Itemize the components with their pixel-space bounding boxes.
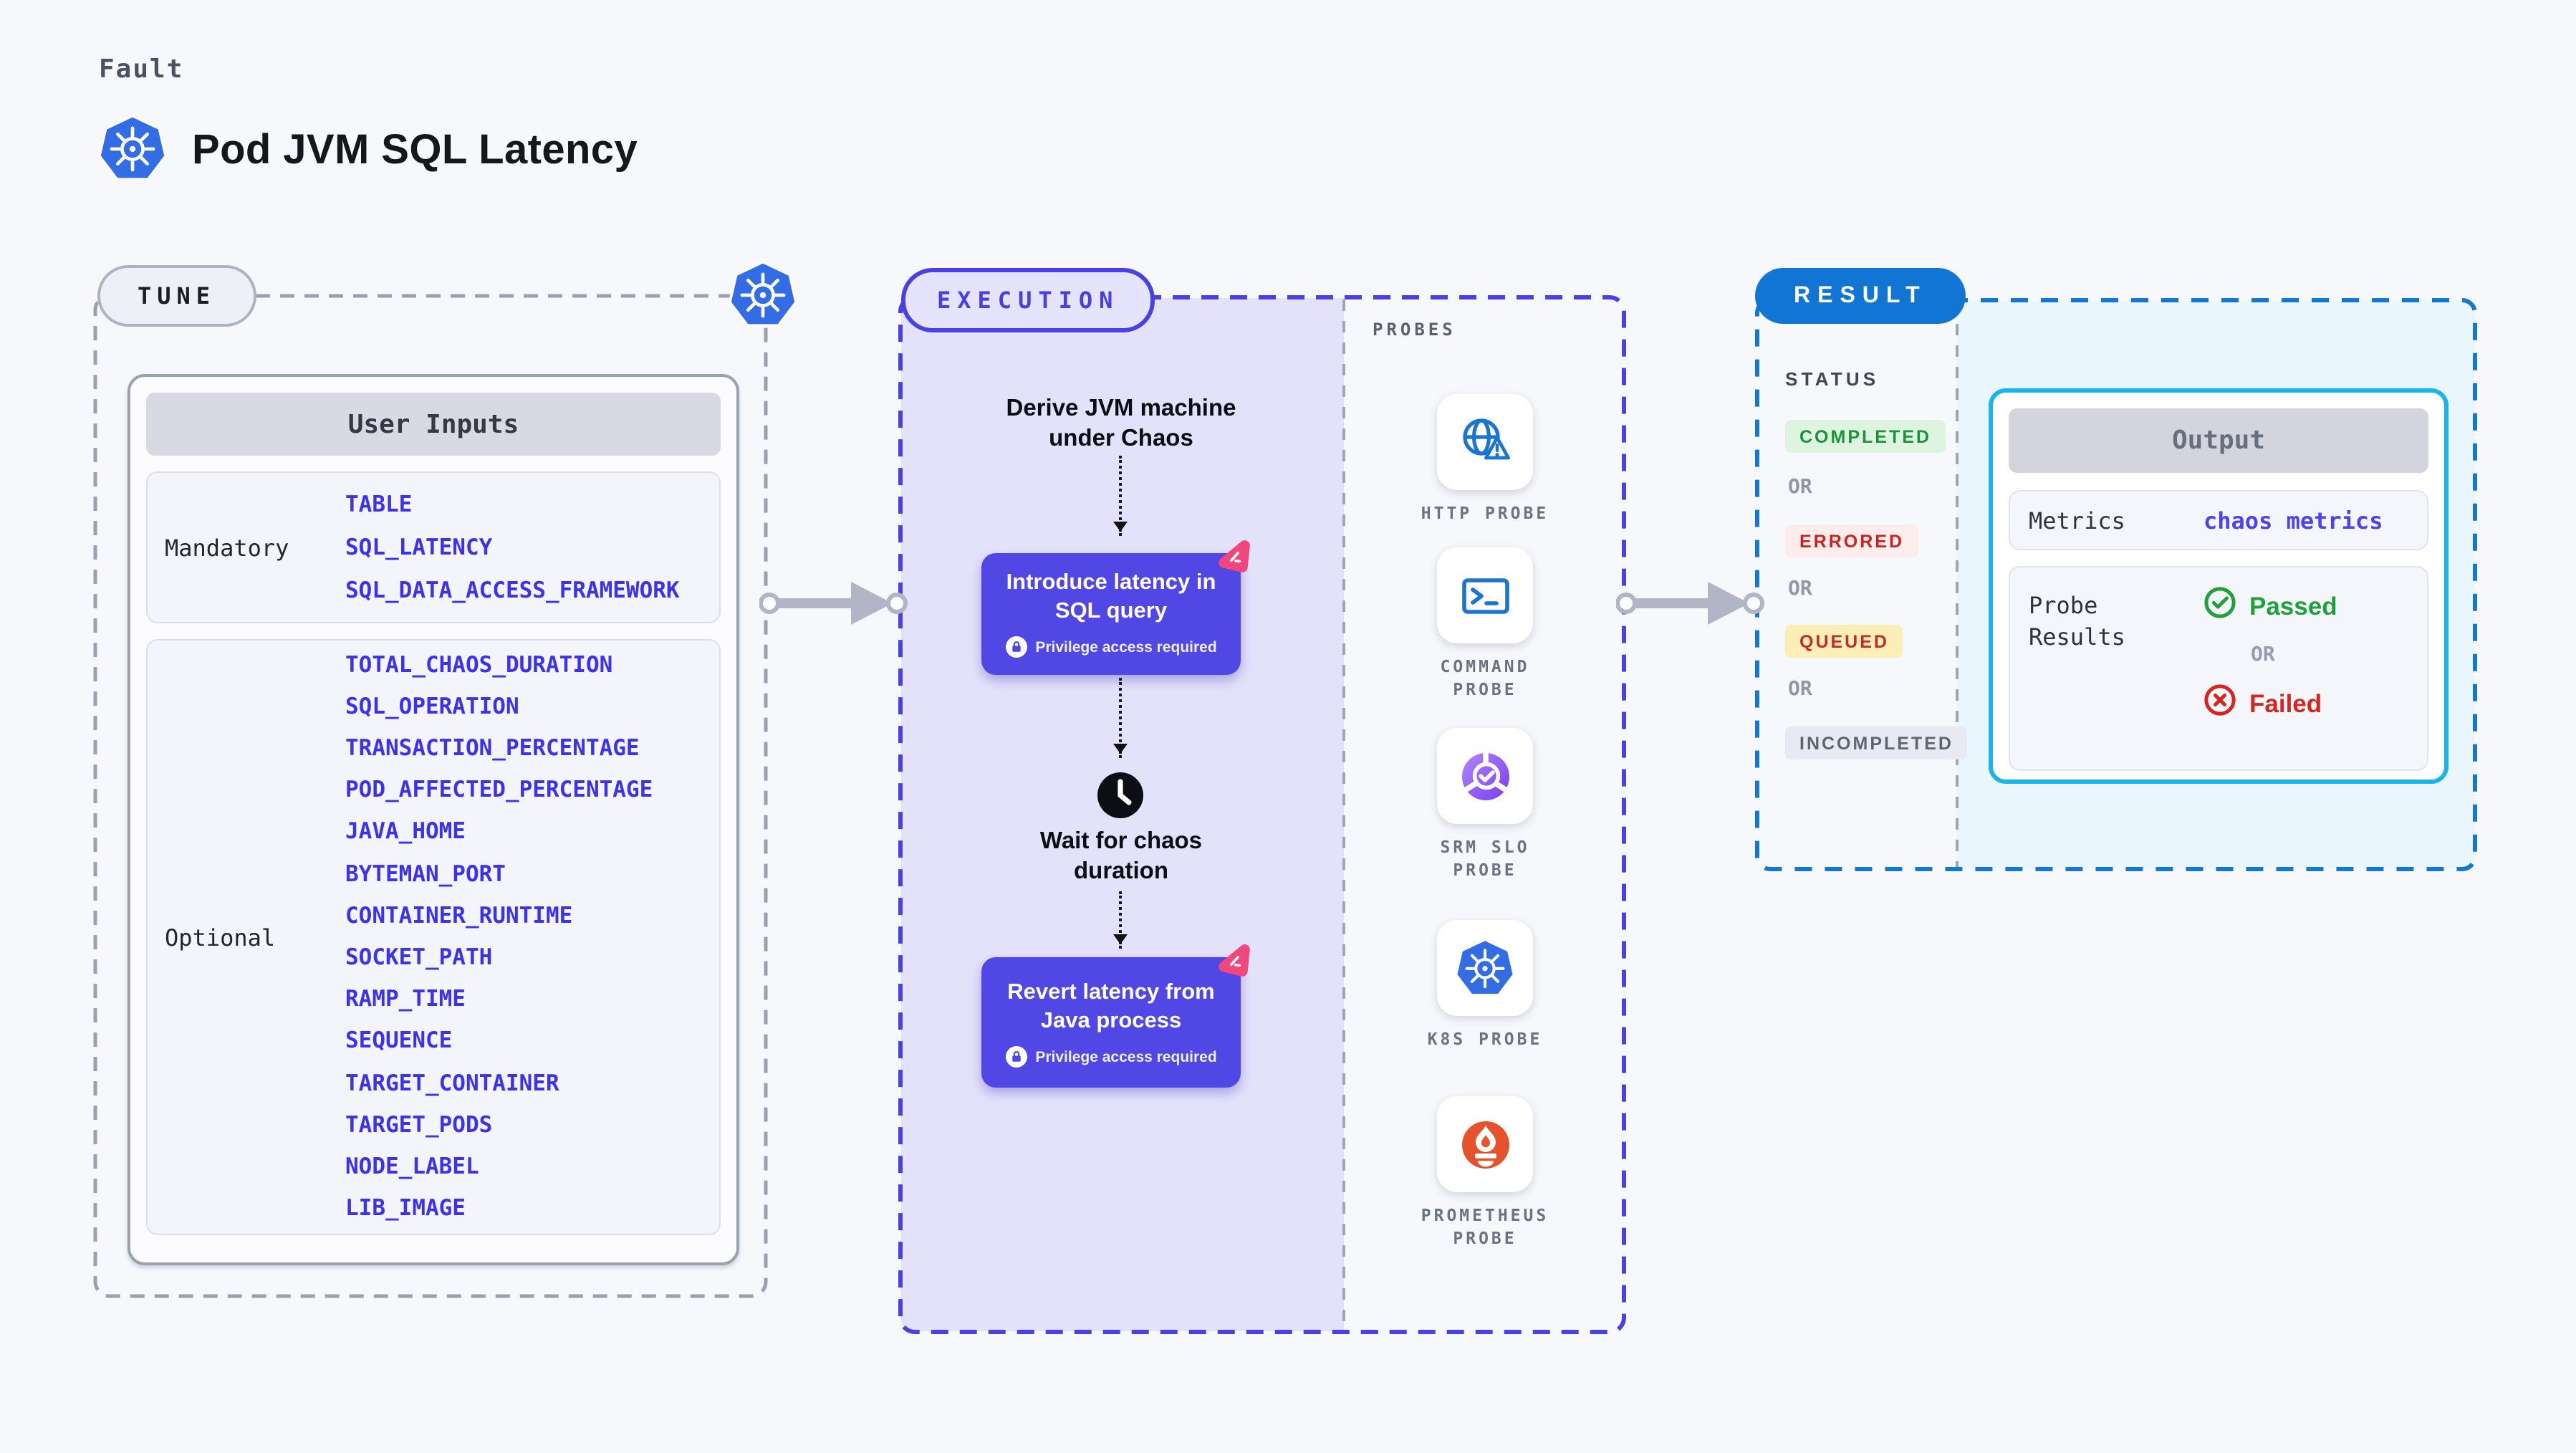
- or-label: OR: [1788, 476, 1812, 499]
- mandatory-input-list: TABLE SQL_LATENCY SQL_DATA_ACCESS_FRAMEW…: [345, 483, 719, 612]
- privilege-note: Privilege access required: [1035, 1048, 1217, 1065]
- probe-item-srm-slo: SRM SLO PROBE: [1344, 728, 1626, 881]
- input-item: POD_AFFECTED_PERCENTAGE: [345, 777, 653, 803]
- chaos-icon: [1215, 537, 1254, 576]
- flow-connector: [1113, 456, 1128, 536]
- srm-slo-probe-icon: [1437, 728, 1533, 824]
- revert-latency-node: Revert latency from Java process Privile…: [981, 944, 1250, 1088]
- probe-results-row: Probe Results Passed OR: [2009, 566, 2428, 771]
- metrics-row: Metrics chaos metrics: [2009, 490, 2428, 550]
- tune-to-execution-arrow: [759, 582, 908, 625]
- result-badge: RESULT: [1755, 268, 1966, 324]
- mandatory-inputs-row: Mandatory TABLE SQL_LATENCY SQL_DATA_ACC…: [146, 471, 721, 623]
- probe-label: K8S PROBE: [1427, 1029, 1543, 1049]
- status-badge-queued: QUEUED: [1785, 625, 1903, 658]
- wait-step-text: Wait for chaos duration: [1039, 828, 1203, 884]
- tune-section: TUNE User Inputs Mandatory TABLE: [93, 261, 797, 1298]
- check-circle-icon: [2203, 586, 2236, 626]
- probe-label: HTTP PROBE: [1421, 503, 1549, 523]
- output-header: Output: [2009, 408, 2428, 473]
- input-item: TARGET_PODS: [345, 1111, 493, 1138]
- http-probe-icon: [1437, 394, 1533, 490]
- lock-icon: [1005, 1046, 1027, 1068]
- fault-category-label: Fault: [99, 54, 184, 85]
- input-item: TOTAL_CHAOS_DURATION: [345, 651, 613, 678]
- optional-inputs-row: Optional TOTAL_CHAOS_DURATION SQL_OPERAT…: [146, 639, 721, 1235]
- probes-title: PROBES: [1373, 320, 1456, 340]
- probe-label: PROMETHEUS PROBE: [1421, 1205, 1549, 1248]
- input-item: SOCKET_PATH: [345, 944, 493, 970]
- tune-badge: TUNE: [97, 265, 256, 327]
- probe-item-http: HTTP PROBE: [1344, 394, 1626, 524]
- probe-item-prometheus: PROMETHEUS PROBE: [1344, 1096, 1626, 1250]
- status-badge-errored: ERRORED: [1785, 524, 1919, 557]
- clock-icon: [1096, 771, 1145, 820]
- status-badge-incompleted: INCOMPLETED: [1785, 726, 1968, 759]
- node-title: Introduce latency in SQL query: [1006, 570, 1216, 623]
- or-label: OR: [2251, 643, 2275, 666]
- metrics-label: Metrics: [2029, 507, 2125, 534]
- probe-results-label: Probe Results: [2029, 592, 2125, 651]
- input-item: JAVA_HOME: [345, 818, 466, 845]
- probe-item-command: COMMAND PROBE: [1344, 547, 1626, 701]
- output-card: Output Metrics chaos metrics Probe Resul…: [1989, 388, 2448, 784]
- kubernetes-icon: [729, 261, 797, 328]
- result-section: RESULT STATUS COMPLETED OR ERRORED OR QU…: [1755, 268, 2477, 871]
- or-label: OR: [1788, 577, 1812, 600]
- mandatory-label: Mandatory: [165, 534, 289, 561]
- kubernetes-icon: [98, 115, 167, 182]
- passed-label: Passed: [2249, 591, 2337, 620]
- status-title: STATUS: [1785, 368, 1880, 390]
- user-inputs-card: User Inputs Mandatory TABLE SQL_LATENCY …: [128, 374, 739, 1265]
- input-item: TARGET_CONTAINER: [345, 1070, 559, 1096]
- k8s-probe-icon: [1437, 920, 1533, 1016]
- user-inputs-header: User Inputs: [146, 393, 721, 456]
- input-item: SQL_OPERATION: [345, 693, 519, 719]
- page-title: Pod JVM SQL Latency: [192, 128, 638, 173]
- or-label: OR: [1788, 678, 1812, 701]
- flow-connector: [1113, 891, 1128, 949]
- privilege-note: Privilege access required: [1035, 638, 1217, 656]
- x-circle-icon: [2203, 684, 2236, 724]
- input-item: BYTEMAN_PORT: [345, 860, 506, 887]
- input-item: NODE_LABEL: [345, 1154, 479, 1180]
- failed-label: Failed: [2249, 689, 2322, 717]
- probe-label: COMMAND PROBE: [1440, 656, 1530, 699]
- metrics-value: chaos metrics: [2203, 507, 2383, 534]
- prometheus-probe-icon: [1437, 1096, 1533, 1192]
- command-probe-icon: [1437, 547, 1533, 643]
- input-item: SQL_DATA_ACCESS_FRAMEWORK: [345, 577, 680, 603]
- probe-item-k8s: K8S PROBE: [1344, 920, 1626, 1050]
- chaos-icon: [1215, 941, 1254, 980]
- input-item: SQL_LATENCY: [345, 534, 493, 560]
- optional-input-list: TOTAL_CHAOS_DURATION SQL_OPERATION TRANS…: [345, 644, 719, 1230]
- input-item: TABLE: [345, 491, 413, 517]
- execution-section: EXECUTION Derive JVM machine under Chaos…: [898, 268, 1626, 1334]
- lock-icon: [1005, 636, 1027, 658]
- input-item: TRANSACTION_PERCENTAGE: [345, 734, 640, 761]
- input-item: RAMP_TIME: [345, 986, 466, 1012]
- derive-step-text: Derive JVM machine under Chaos: [1006, 395, 1236, 451]
- introduce-latency-node: Introduce latency in SQL query Privilege…: [981, 540, 1250, 675]
- status-badge-completed: COMPLETED: [1785, 420, 1946, 453]
- probe-label: SRM SLO PROBE: [1440, 837, 1530, 880]
- input-item: LIB_IMAGE: [345, 1195, 466, 1222]
- execution-to-result-arrow: [1616, 582, 1764, 625]
- optional-label: Optional: [165, 924, 276, 951]
- input-item: CONTAINER_RUNTIME: [345, 902, 573, 929]
- input-item: SEQUENCE: [345, 1027, 453, 1054]
- execution-badge: EXECUTION: [901, 268, 1155, 332]
- tune-dashed-border: [93, 294, 768, 1298]
- result-dashed-border: [1755, 298, 2477, 871]
- flow-connector: [1113, 678, 1128, 758]
- node-title: Revert latency from Java process: [1007, 980, 1215, 1033]
- execution-dashed-border: [898, 295, 1626, 1334]
